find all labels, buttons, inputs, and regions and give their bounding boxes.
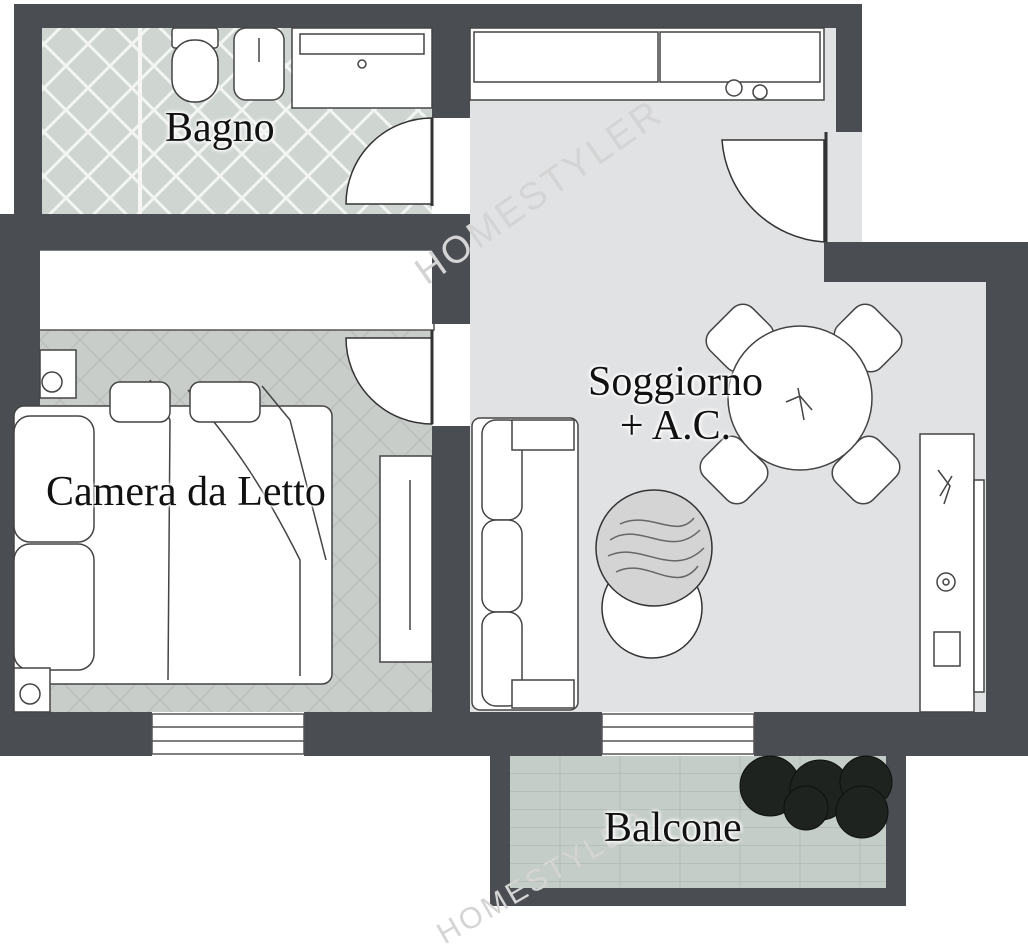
room-label-soggiorno-line1: Soggiorno	[588, 359, 764, 405]
bed	[13, 379, 333, 685]
living-corner-white	[862, 24, 1028, 242]
window-bedroom	[151, 713, 305, 755]
sofa	[471, 417, 579, 711]
room-label-soggiorno: Soggiorno + A.C.	[588, 360, 763, 448]
window-living	[601, 713, 755, 755]
room-label-camera: Camera da Letto	[46, 469, 326, 515]
door-entrance	[721, 132, 828, 243]
nightstand-bottom	[13, 667, 51, 713]
bathroom-fixtures	[138, 27, 433, 214]
dining-set	[699, 303, 903, 505]
room-label-soggiorno-line2: + A.C.	[619, 403, 732, 450]
door-bathroom	[345, 117, 434, 206]
floor-plan	[0, 4, 1028, 906]
bedroom-desk	[379, 455, 433, 663]
nightstand-top	[39, 349, 77, 399]
tv-cabinet	[919, 433, 985, 713]
balcony-plants	[739, 755, 893, 839]
walls	[0, 4, 1028, 906]
rugs	[595, 489, 713, 659]
room-label-bagno: Bagno	[165, 105, 275, 151]
kitchen-counter	[469, 27, 825, 101]
bedroom-closet	[37, 249, 435, 331]
door-bedroom	[345, 330, 434, 425]
room-label-balcone: Balcone	[604, 805, 742, 851]
